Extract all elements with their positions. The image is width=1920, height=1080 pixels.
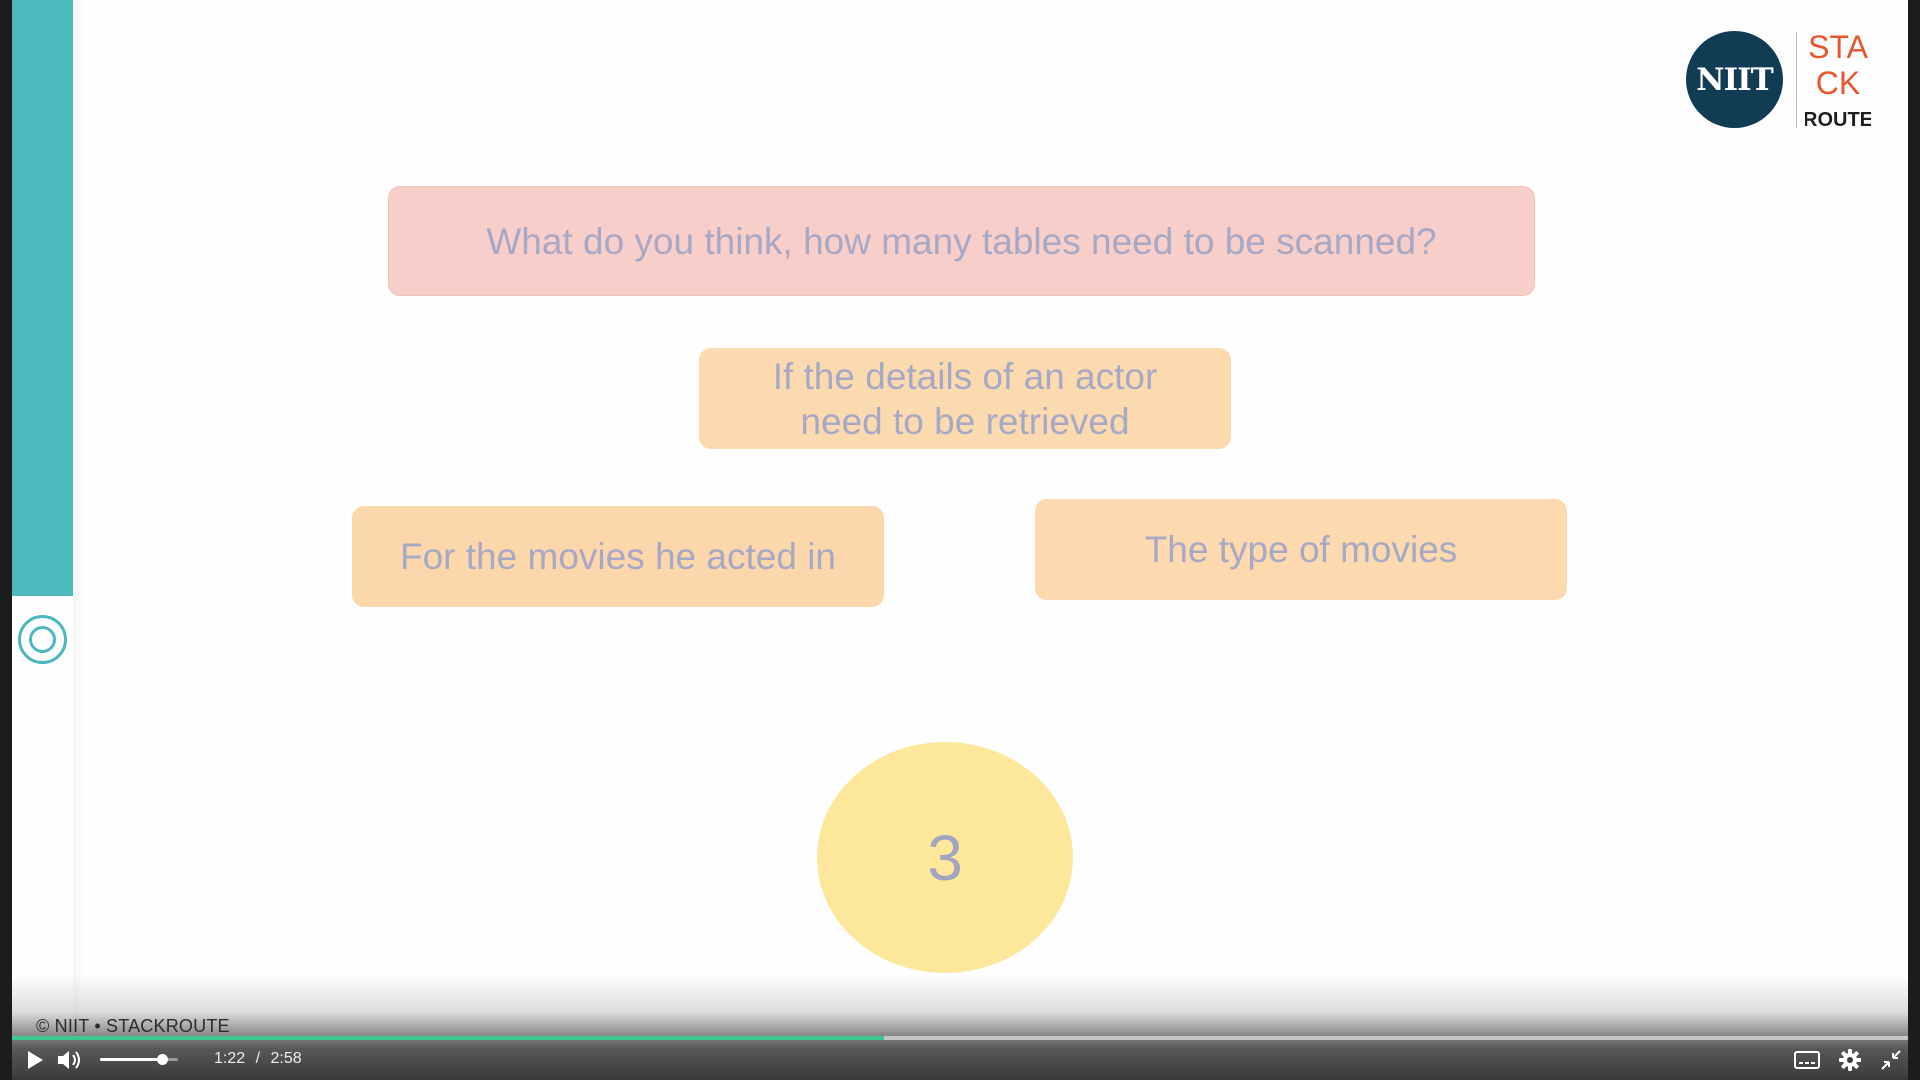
question-box: What do you think, how many tables need … xyxy=(388,186,1535,296)
svg-text:CK: CK xyxy=(1816,65,1860,101)
volume-handle[interactable] xyxy=(157,1054,169,1065)
actor-details-text: If the details of an actor need to be re… xyxy=(772,355,1158,442)
copyright-text: © NIIT • STACKROUTE xyxy=(36,1016,230,1036)
logo-divider xyxy=(1796,32,1797,128)
slide-side-shade xyxy=(73,0,83,1080)
current-time: 1:22 xyxy=(214,1050,246,1067)
progress-played xyxy=(12,1036,885,1040)
movie-type-box: The type of movies xyxy=(1035,499,1567,600)
duration: 2:58 xyxy=(270,1050,302,1067)
volume-button[interactable] xyxy=(54,1046,84,1074)
time-display: 1:22 / 2:58 xyxy=(214,1050,302,1068)
player-control-bar: 1:22 / 2:58 xyxy=(12,1040,1908,1080)
stackroute-logo: STA CK ROUTE xyxy=(1805,29,1871,131)
captions-icon xyxy=(1794,1051,1820,1069)
settings-icon xyxy=(1839,1049,1861,1071)
left-letterbox xyxy=(0,0,12,1080)
volume-level xyxy=(100,1058,163,1061)
progress-bar[interactable] xyxy=(12,1036,1908,1040)
time-separator: / xyxy=(255,1050,261,1067)
play-button[interactable] xyxy=(20,1046,50,1074)
answer-circle: 3 xyxy=(817,742,1073,973)
exit-fullscreen-icon xyxy=(1881,1050,1901,1070)
svg-text:STA: STA xyxy=(1808,29,1869,65)
settings-button[interactable] xyxy=(1835,1046,1865,1074)
right-letterbox xyxy=(1908,0,1920,1080)
target-ring-icon xyxy=(18,615,67,664)
niit-logo: NIIT xyxy=(1686,31,1783,128)
actor-details-box: If the details of an actor need to be re… xyxy=(699,348,1231,449)
teal-accent-bar xyxy=(12,0,73,596)
movies-acted-box: For the movies he acted in xyxy=(352,506,884,607)
captions-button[interactable] xyxy=(1792,1046,1822,1074)
player-controls-gradient xyxy=(12,975,1908,1080)
volume-slider[interactable] xyxy=(100,1054,178,1065)
exit-fullscreen-button[interactable] xyxy=(1876,1046,1906,1074)
niit-stackroute-logo: NIIT STA CK ROUTE xyxy=(1683,28,1873,134)
play-icon xyxy=(28,1051,43,1069)
volume-icon xyxy=(58,1051,80,1069)
svg-text:ROUTE: ROUTE xyxy=(1805,109,1871,131)
